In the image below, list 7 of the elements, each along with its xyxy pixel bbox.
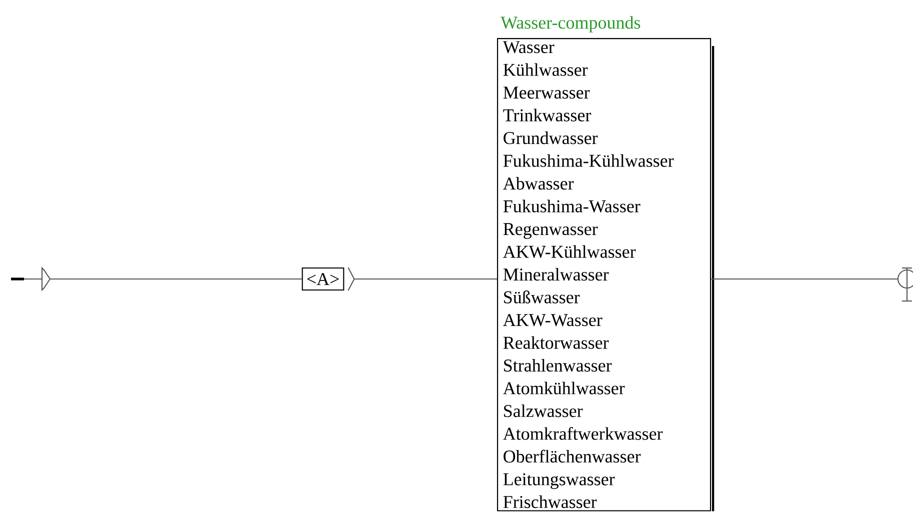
transition-box: <A> xyxy=(302,267,355,291)
word-list-box: Wasser Kühlwasser Meerwasser Trinkwasser Grundwasser Fukushima-Kühlwasser Abwasser Fukushima-Wasser Regenwasser AKW-Kühlwasser Mineralwasser Süßwasser AKW-Wasser Reaktorwasser Strahlenwasser Atomkühlwasser Salzwasser Atomkraftwerkwasser Oberflächenwasser Leitungswasser Frischwasser xyxy=(497,38,714,512)
transition-line xyxy=(711,278,898,280)
final-state-drawing xyxy=(897,267,913,302)
transition-line xyxy=(354,278,497,280)
transition-line xyxy=(50,278,302,280)
box-heading: Wasser-compounds xyxy=(500,16,640,32)
